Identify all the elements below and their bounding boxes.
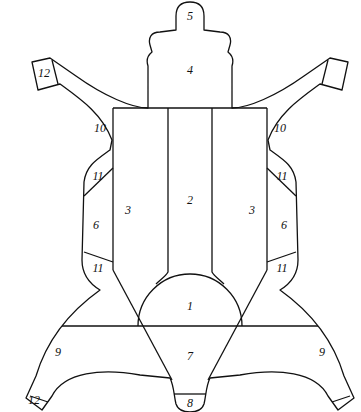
callout-number: 8 [187,397,193,409]
callout-number: 11 [92,262,103,274]
callout-number: 11 [276,262,287,274]
callout-number: 6 [93,219,99,231]
callout-number: 1 [187,300,193,312]
callout-number: 6 [281,219,287,231]
callout-number: 11 [92,170,103,182]
callout-number: 10 [94,122,106,134]
callout-number: 3 [249,204,255,216]
callout-number: 12 [38,67,50,79]
callout-number: 12 [28,394,40,406]
callout-number: 3 [125,204,131,216]
callout-number: 4 [187,64,193,76]
callout-number: 9 [319,346,325,358]
callout-number: 9 [55,346,61,358]
callout-number: 5 [187,10,193,22]
callout-number: 10 [274,122,286,134]
callout-number: 11 [276,170,287,182]
callout-number: 2 [187,194,193,206]
callout-number: 7 [187,350,193,362]
